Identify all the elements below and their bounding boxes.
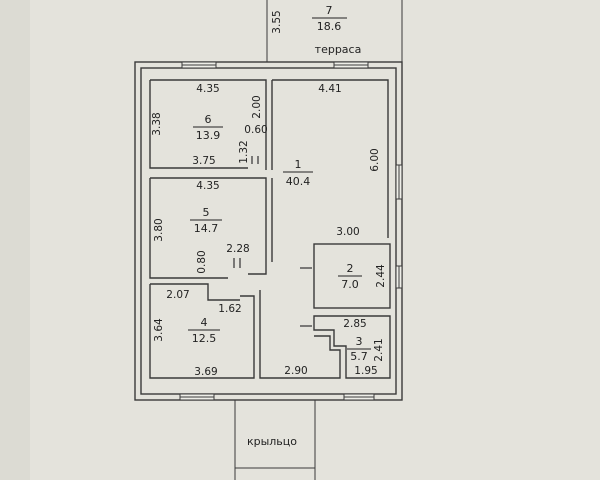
dim-r5-door-wall: 2.28	[226, 243, 249, 255]
dim-r1-top: 4.41	[318, 83, 341, 95]
porch-label: крыльцо	[247, 435, 297, 448]
room-7-number: 7	[326, 4, 333, 17]
windows	[179, 61, 403, 401]
dim-hall-bottom: 2.90	[284, 365, 307, 377]
dim-r4-top: 2.07	[166, 289, 189, 301]
terrace-label: терраса	[315, 43, 362, 56]
dim-r5-door-gap: 0.80	[196, 250, 208, 273]
dim-r2-right: 2.44	[375, 264, 387, 288]
dim-r3-right: 2.41	[373, 338, 385, 361]
room-4-number: 4	[201, 316, 208, 329]
dim-r4-bottom: 3.69	[194, 366, 217, 378]
room-2-number: 2	[347, 262, 354, 275]
dim-r6-door-wall: 1.32	[238, 140, 250, 163]
dim-r1-right: 6.00	[369, 148, 381, 171]
interior-walls	[149, 79, 391, 379]
door-marks	[233, 156, 312, 327]
dim-r3-bottom: 1.95	[354, 365, 377, 377]
dim-r6-door-gap: 0.60	[244, 124, 267, 136]
room-5-area: 14.7	[194, 222, 219, 235]
dim-terrace-width: 3.55	[271, 10, 283, 33]
paper-edge	[0, 0, 30, 480]
exterior-wall	[134, 61, 403, 401]
dim-r5-left: 3.80	[153, 218, 165, 241]
dim-r6-top: 4.35	[196, 83, 219, 95]
room-3-area: 5.7	[350, 350, 368, 363]
dim-r5-top: 4.35	[196, 180, 219, 192]
porch-outline	[234, 400, 316, 480]
room-5-number: 5	[203, 206, 210, 219]
dim-r6-left: 3.38	[151, 112, 163, 135]
room-6-number: 6	[205, 113, 212, 126]
room-2-area: 7.0	[341, 278, 359, 291]
dim-r3-top: 2.85	[343, 318, 366, 330]
room-3-number: 3	[356, 335, 363, 348]
room-1-number: 1	[295, 158, 302, 171]
dim-r4-door-wall: 1.62	[218, 303, 241, 315]
dim-r1-bottom: 3.00	[336, 226, 359, 238]
room-1-area: 40.4	[286, 175, 311, 188]
dim-r6-right: 2.00	[251, 95, 263, 118]
room-7-area: 18.6	[317, 20, 342, 33]
dim-r4-left: 3.64	[153, 318, 165, 342]
room-6-area: 13.9	[196, 129, 221, 142]
dim-r6-bottom: 3.75	[192, 155, 215, 167]
terrace-outline	[266, 0, 403, 62]
area-dividers	[188, 17, 371, 350]
room-4-area: 12.5	[192, 332, 217, 345]
